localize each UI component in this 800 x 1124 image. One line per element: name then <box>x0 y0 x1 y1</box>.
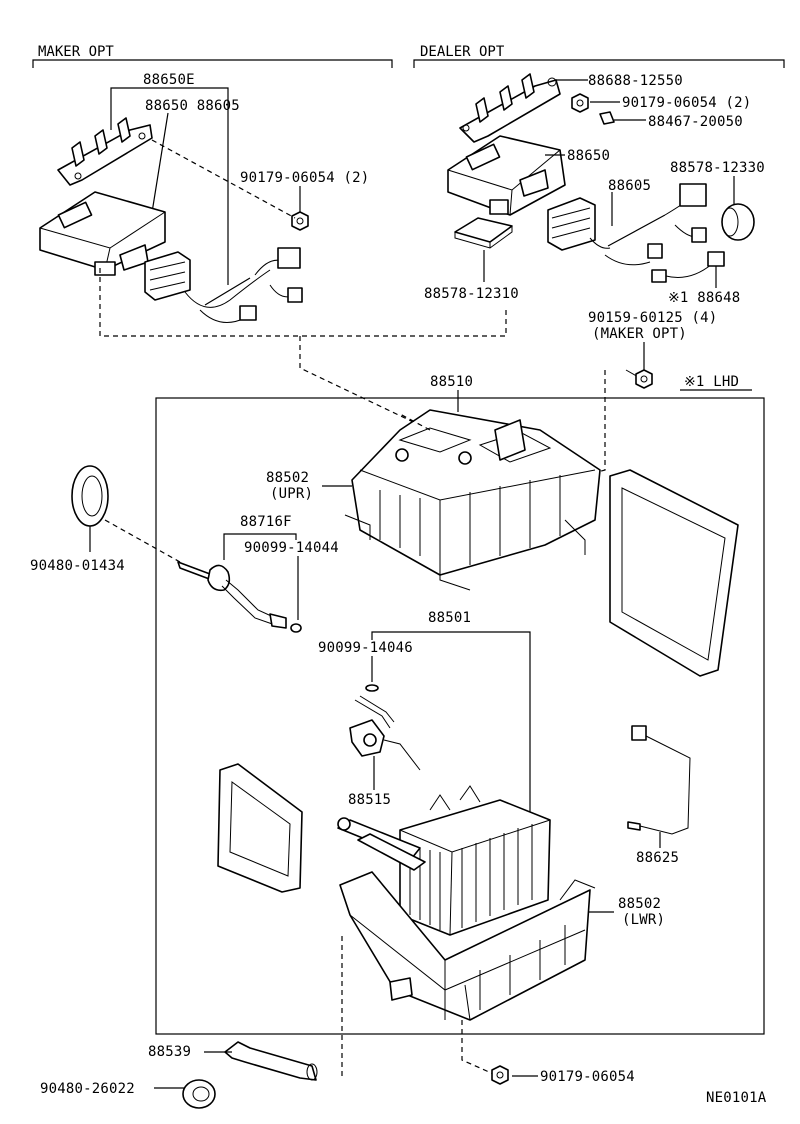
label-88648: ※1 88648 <box>668 290 740 306</box>
o-ring-90099-14046 <box>365 684 379 692</box>
assembly-frame <box>155 397 765 1035</box>
label-88539: 88539 <box>148 1044 191 1060</box>
label-88650-88605: 88650 88605 <box>145 98 240 114</box>
label-88502-upr: 88502 <box>266 470 309 486</box>
label-90159-60125: 90159-60125 (4) <box>588 310 717 326</box>
thermistor-88625 <box>627 725 691 835</box>
sensor-88716F <box>177 561 302 633</box>
nut-90179-right <box>571 93 589 113</box>
leader-88716F <box>223 533 297 540</box>
grommet-90480-26022 <box>182 1079 216 1109</box>
label-88502-lwr-note: (LWR) <box>622 912 665 928</box>
mounting-bracket-right <box>459 73 561 143</box>
figure-code: NE0101A <box>706 1090 767 1106</box>
label-90480-01434: 90480-01434 <box>30 558 125 574</box>
label-88716F: 88716F <box>240 514 292 530</box>
label-88650-right: 88650 <box>567 148 610 164</box>
grommet-90480-01434 <box>71 465 109 527</box>
dealer-opt-header: DEALER OPT <box>420 44 505 60</box>
dash-grommet <box>104 519 181 563</box>
dash-screw <box>597 370 606 473</box>
seal-frame-right <box>609 469 739 677</box>
drain-hose-88539 <box>224 1041 318 1081</box>
dash-nut-left <box>151 139 296 219</box>
case-upper-88502 <box>344 409 601 591</box>
dash-bottom-nut <box>461 1020 499 1077</box>
label-88688-12550: 88688-12550 <box>588 73 683 89</box>
nut-90179-left <box>291 211 309 231</box>
label-88501: 88501 <box>428 610 471 626</box>
valve-88515 <box>349 695 421 771</box>
label-88502-upr-note: (UPR) <box>270 486 313 502</box>
screw-90159 <box>625 369 653 389</box>
label-88510: 88510 <box>430 374 473 390</box>
label-88625: 88625 <box>636 850 679 866</box>
dealer-opt-bracket <box>413 59 785 68</box>
amplifier-88650-right <box>447 135 566 216</box>
label-90480-26022: 90480-26022 <box>40 1081 135 1097</box>
dash-maker-to-unit <box>299 336 431 431</box>
leader-88501 <box>371 631 531 818</box>
dash-upper-link <box>399 413 431 431</box>
label-lhd-note: ※1 LHD <box>684 374 739 390</box>
label-90179-06054-bottom: 90179-06054 <box>540 1069 635 1085</box>
label-88605-right: 88605 <box>608 178 651 194</box>
harness-88605-right <box>547 183 707 266</box>
label-88578-12330: 88578-12330 <box>670 160 765 176</box>
dash-maker-loop <box>99 268 507 337</box>
mounting-bracket-left <box>57 117 153 186</box>
label-90099-14044: 90099-14044 <box>244 540 339 556</box>
label-90099-14046: 90099-14046 <box>318 640 413 656</box>
pad-88578-12310 <box>454 217 513 249</box>
label-90179-06054-2-left: 90179-06054 (2) <box>240 170 369 186</box>
label-88515: 88515 <box>348 792 391 808</box>
seal-frame-left <box>217 763 303 893</box>
leader-88650E <box>110 87 229 92</box>
nut-90179-bottom <box>491 1065 509 1085</box>
label-88650E: 88650E <box>143 72 195 88</box>
cap-88578-12330 <box>721 203 755 241</box>
harness-88648 <box>651 251 725 283</box>
label-88467-20050: 88467-20050 <box>648 114 743 130</box>
maker-opt-bracket <box>32 59 393 68</box>
label-88578-12310: 88578-12310 <box>424 286 519 302</box>
case-lower-88502 <box>339 871 596 1021</box>
harness-88605-left <box>144 247 303 323</box>
clip-88467 <box>599 111 615 125</box>
label-90179-06054-2-right: 90179-06054 (2) <box>622 95 751 111</box>
label-88502-lwr: 88502 <box>618 896 661 912</box>
leader-amp-left <box>149 112 169 226</box>
maker-opt-header: MAKER OPT <box>38 44 114 60</box>
label-90159-maker-opt: (MAKER OPT) <box>592 326 687 342</box>
